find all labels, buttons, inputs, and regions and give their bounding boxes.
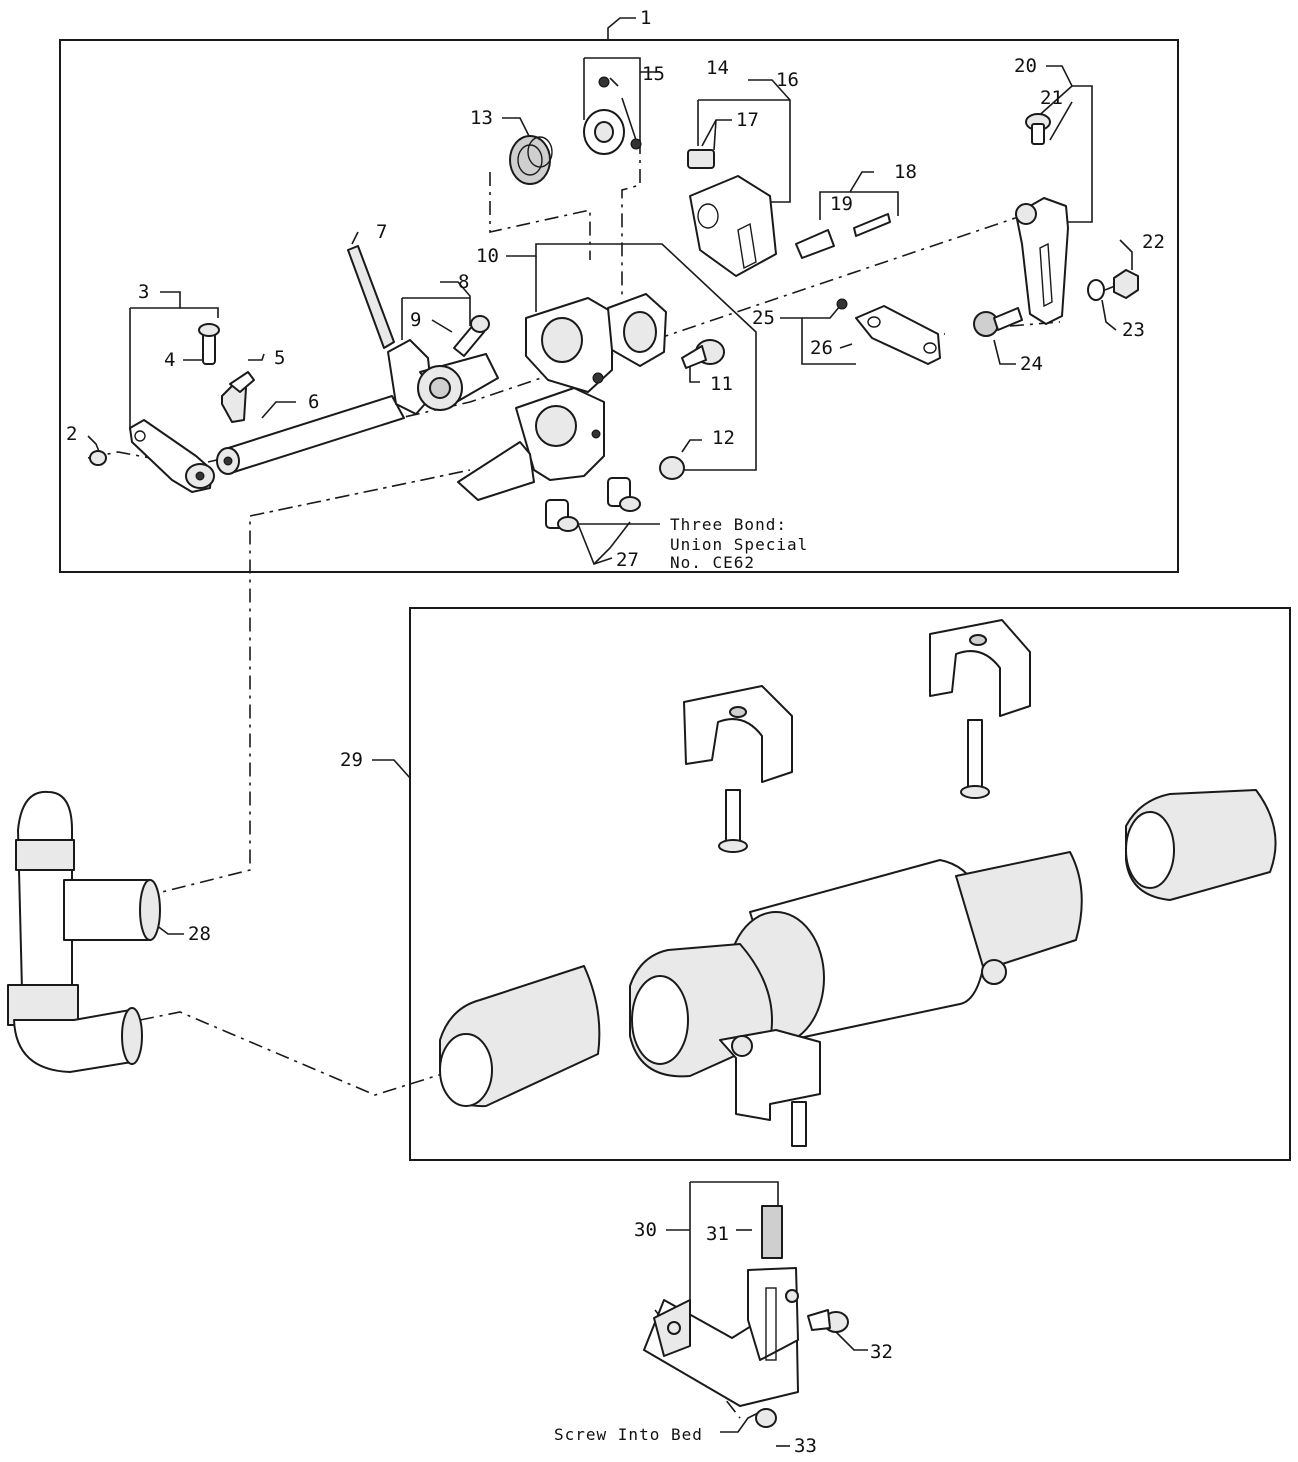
part-32-screw (807, 1309, 849, 1333)
note-threebond-line2: Union Special (670, 535, 808, 554)
part-16-block (689, 175, 777, 277)
part-31-pad (761, 1205, 783, 1259)
callout-18: 18 (894, 161, 917, 183)
part-29-bracket (719, 959, 1007, 1147)
callout-25: 25 (752, 307, 775, 329)
note-screw-into-bed: Screw Into Bed (554, 1425, 703, 1444)
part-25-link (855, 305, 941, 365)
part-29-hose-right (1125, 789, 1277, 901)
callout-4: 4 (164, 349, 175, 371)
callout-30: 30 (634, 1219, 657, 1241)
callout-19: 19 (830, 193, 853, 215)
callout-3: 3 (138, 281, 149, 303)
note-threebond-line3: No. CE62 (670, 553, 755, 572)
part-20-arm (1015, 197, 1069, 325)
notes: Three Bond: Union Special No. CE62 Screw… (554, 515, 808, 1444)
callout-6: 6 (308, 391, 319, 413)
part-6-shaft (216, 395, 405, 475)
part-33-screw (755, 1408, 777, 1428)
part-29-clamp-left (683, 685, 793, 853)
part-21-screw (1025, 113, 1051, 145)
part-19-pins (795, 213, 891, 259)
part-9-screw (453, 315, 490, 357)
part-24-stud (973, 307, 1023, 337)
part-4-screw (198, 323, 220, 365)
callout-13: 13 (470, 107, 493, 129)
part-11-screw (681, 339, 725, 369)
callout-24: 24 (1020, 353, 1043, 375)
callout-9: 9 (410, 309, 421, 331)
part-3-lever (129, 419, 215, 493)
assembly-frame-29 (409, 607, 1291, 1161)
part-29-cylinder (629, 851, 1083, 1078)
part-10-block-upper (525, 293, 667, 393)
callout-2: 2 (66, 423, 77, 445)
callout-17: 17 (736, 109, 759, 131)
part-14-collar (583, 109, 625, 155)
part-30-mount (643, 1267, 799, 1407)
callout-20: 20 (1014, 55, 1037, 77)
callout-15: 15 (642, 63, 665, 85)
part-28-fitting (7, 790, 161, 1073)
part-29-hose-left (439, 965, 601, 1108)
callout-1: 1 (640, 7, 651, 29)
leader-lines (87, 17, 1133, 1447)
part-29-clamp-right (929, 619, 1031, 799)
callout-31: 31 (706, 1223, 729, 1245)
callout-16: 16 (776, 69, 799, 91)
callout-labels: 1 2 3 4 5 6 7 8 9 10 11 12 13 14 15 16 1… (66, 7, 1165, 1457)
part-5-bracket (221, 371, 255, 423)
callout-29: 29 (340, 749, 363, 771)
part-15-setscrew (598, 76, 642, 150)
part-10-block-lower (457, 387, 605, 501)
callout-21: 21 (1040, 87, 1063, 109)
note-threebond-line1: Three Bond: (670, 515, 787, 534)
callout-23: 23 (1122, 319, 1145, 341)
part-27-screws (545, 477, 641, 532)
callout-22: 22 (1142, 231, 1165, 253)
part-12-screw (659, 456, 685, 480)
callout-26: 26 (810, 337, 833, 359)
callout-7: 7 (376, 221, 387, 243)
callout-27: 27 (616, 549, 639, 571)
callout-10: 10 (476, 245, 499, 267)
assembly-frame-1 (59, 39, 1179, 573)
callout-12: 12 (712, 427, 735, 449)
part-17-screws (687, 149, 715, 169)
callout-33: 33 (794, 1435, 817, 1457)
part-13-spring (509, 135, 553, 185)
callout-8: 8 (458, 271, 469, 293)
callout-5: 5 (274, 347, 285, 369)
callout-11: 11 (710, 373, 733, 395)
part-23-washer (1087, 279, 1105, 301)
callout-32: 32 (870, 1341, 893, 1363)
callout-28: 28 (188, 923, 211, 945)
part-26-screw (836, 298, 848, 310)
callout-14: 14 (706, 57, 729, 79)
part-8-holder (387, 339, 499, 415)
part-7-blade (347, 245, 395, 349)
part-22-nut (1113, 269, 1139, 299)
part-2-screw (89, 450, 107, 466)
